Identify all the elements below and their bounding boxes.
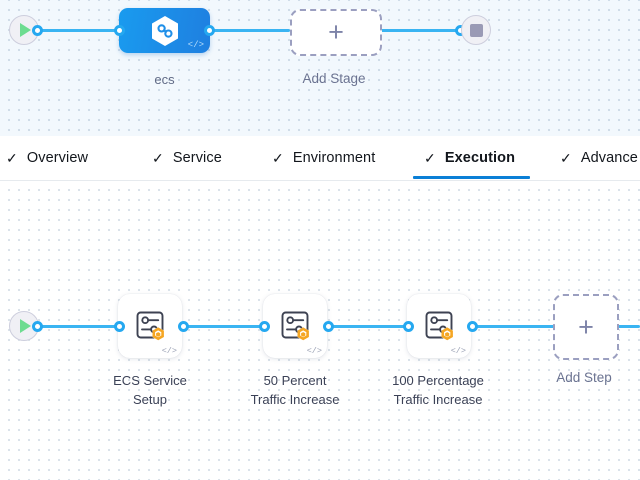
exec-wire-step2-to-step3 (330, 325, 412, 328)
hexagon-infinity-icon (150, 15, 180, 47)
check-icon: ✓ (152, 149, 164, 166)
add-stage-button[interactable]: + (290, 9, 382, 56)
exec-wire-start-to-step1 (34, 325, 122, 328)
exec-step3-out-port[interactable] (467, 321, 478, 332)
check-icon: ✓ (6, 149, 18, 166)
tab-service[interactable]: ✓ Service (152, 136, 222, 179)
step-code-marker: </> (161, 345, 177, 356)
exec-step3-in-port[interactable] (403, 321, 414, 332)
stage-wire-addstage-to-end (378, 29, 462, 32)
stage-end-node[interactable] (461, 15, 491, 45)
tab-environment-label: Environment (292, 149, 376, 166)
tab-environment[interactable]: ✓ Environment (272, 136, 375, 179)
step-node-ecs-service-setup[interactable]: </> (118, 294, 182, 358)
exec-wire-step1-to-step2 (184, 325, 268, 328)
exec-wire-addstep-to-next (614, 325, 640, 328)
step-label-100-percentage-traffic-increase: 100 Percentage Traffic Increase (375, 371, 501, 409)
hexagon-badge-icon (152, 327, 164, 341)
step-code-marker: </> (306, 345, 322, 356)
step-label-line2: Setup (133, 392, 167, 407)
exec-step2-in-port[interactable] (259, 321, 270, 332)
stage-canvas[interactable]: </> ecs + Add Stage (0, 0, 640, 136)
exec-start-port[interactable] (32, 321, 43, 332)
step-label-50-percent-traffic-increase: 50 Percent Traffic Increase (233, 371, 357, 409)
stage-wire-ecs-to-addstage (206, 29, 290, 32)
step-label-line2: Traffic Increase (393, 392, 483, 407)
check-icon: ✓ (424, 149, 436, 166)
sliders-settings-icon (278, 309, 312, 343)
stage-code-marker: </> (187, 40, 204, 50)
plus-icon: + (578, 311, 594, 342)
tab-overview-label: Overview (26, 149, 89, 166)
hexagon-badge-icon (441, 327, 453, 341)
stage-start-port[interactable] (32, 25, 43, 36)
hexagon-badge-icon (297, 327, 309, 341)
step-label-line1: 100 Percentage (392, 373, 484, 388)
stage-config-tabbar[interactable]: ✓ Overview ✓ Service ✓ Environment ✓ Exe… (0, 136, 640, 181)
stop-icon (469, 23, 483, 37)
tab-active-indicator (413, 176, 530, 179)
tab-execution[interactable]: ✓ Execution (424, 136, 515, 179)
step-code-marker: </> (450, 345, 466, 356)
sliders-settings-icon (422, 309, 456, 343)
sliders-settings-icon (133, 309, 167, 343)
add-stage-label: Add Stage (302, 71, 366, 86)
step-node-100-percentage-traffic-increase[interactable]: </> (407, 294, 471, 358)
add-step-label: Add Step (556, 370, 612, 385)
play-icon (20, 319, 31, 333)
step-label-ecs-service-setup: ECS Service Setup (90, 371, 210, 409)
stage-node-label: ecs (154, 72, 175, 87)
exec-wire-step3-to-addstep (474, 325, 556, 328)
stage-ecs-out-port[interactable] (204, 25, 215, 36)
step-node-50-percent-traffic-increase[interactable]: </> (263, 294, 327, 358)
step-label-line1: 50 Percent (263, 373, 327, 388)
add-step-button[interactable]: + (553, 294, 619, 360)
step-label-line1: ECS Service (113, 373, 187, 388)
check-icon: ✓ (560, 149, 572, 166)
execution-canvas[interactable]: </> ECS Service Setup (0, 181, 640, 480)
exec-step2-out-port[interactable] (323, 321, 334, 332)
step-label-line2: Traffic Increase (250, 392, 340, 407)
stage-ecs-in-port[interactable] (114, 25, 125, 36)
stage-wire-start-to-ecs (34, 29, 124, 32)
stage-node-ecs[interactable]: </> (119, 8, 210, 53)
tab-service-label: Service (172, 149, 222, 166)
tab-execution-label: Execution (444, 149, 516, 166)
tab-overview[interactable]: ✓ Overview (6, 136, 88, 179)
play-icon (20, 23, 31, 37)
plus-icon: + (328, 17, 344, 47)
tab-advanced-label: Advance (580, 149, 638, 166)
exec-step1-in-port[interactable] (114, 321, 125, 332)
check-icon: ✓ (272, 149, 284, 166)
exec-step1-out-port[interactable] (178, 321, 189, 332)
tab-advanced[interactable]: ✓ Advance (560, 136, 638, 179)
